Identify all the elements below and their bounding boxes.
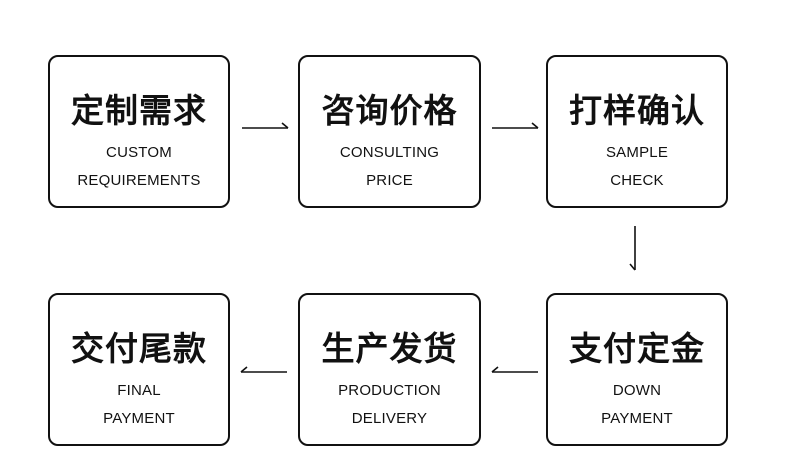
step-title-en-line2: PRICE [366,172,413,189]
step-title-zh: 打样确认 [569,91,705,130]
step-consulting-price: 咨询价格 CONSULTING PRICE [298,55,481,208]
step-sample-check: 打样确认 SAMPLE CHECK [546,55,728,208]
step-title-en-line1: SAMPLE [605,144,669,161]
step-title-zh: 支付定金 [569,329,705,368]
step-title-en: CUSTOM REQUIREMENTS [50,139,228,195]
step-title-en: CONSULTING PRICE [300,139,479,195]
arrow-down-icon [629,226,636,271]
step-title-zh: 咨询价格 [321,91,458,130]
step-production-delivery: 生产发货 PRODUCTION DELIVERY [298,293,481,446]
step-title-en-line1: DOWN [612,382,662,399]
step-title-en-line1: FINAL [117,382,161,399]
step-title-zh: 定制需求 [71,91,207,130]
step-down-payment: 支付定金 DOWN PAYMENT [546,293,728,446]
step-title-en: SAMPLE CHECK [548,139,726,195]
step-custom-requirements: 定制需求 CUSTOM REQUIREMENTS [48,55,230,208]
step-title-en-line1: CUSTOM [106,144,172,161]
arrow-left-icon [491,366,538,373]
step-title-zh: 交付尾款 [71,329,207,368]
step-title-en-line2: REQUIREMENTS [77,172,201,189]
arrow-left-icon [240,366,287,373]
step-title-en-line2: DELIVERY [351,410,428,427]
step-title-en: PRODUCTION DELIVERY [300,377,479,433]
step-title-zh: 生产发货 [321,329,458,368]
arrow-right-icon [492,122,539,129]
step-title-en-line2: PAYMENT [601,410,673,427]
step-title-en-line1: PRODUCTION [338,382,441,399]
step-title-en-line2: PAYMENT [103,410,175,427]
step-title-en: DOWN PAYMENT [548,377,726,433]
step-title-en-line1: CONSULTING [339,144,440,161]
step-final-payment: 交付尾款 FINAL PAYMENT [48,293,230,446]
arrow-right-icon [242,122,289,129]
step-title-en: FINAL PAYMENT [50,377,228,433]
step-title-en-line2: CHECK [610,172,664,189]
